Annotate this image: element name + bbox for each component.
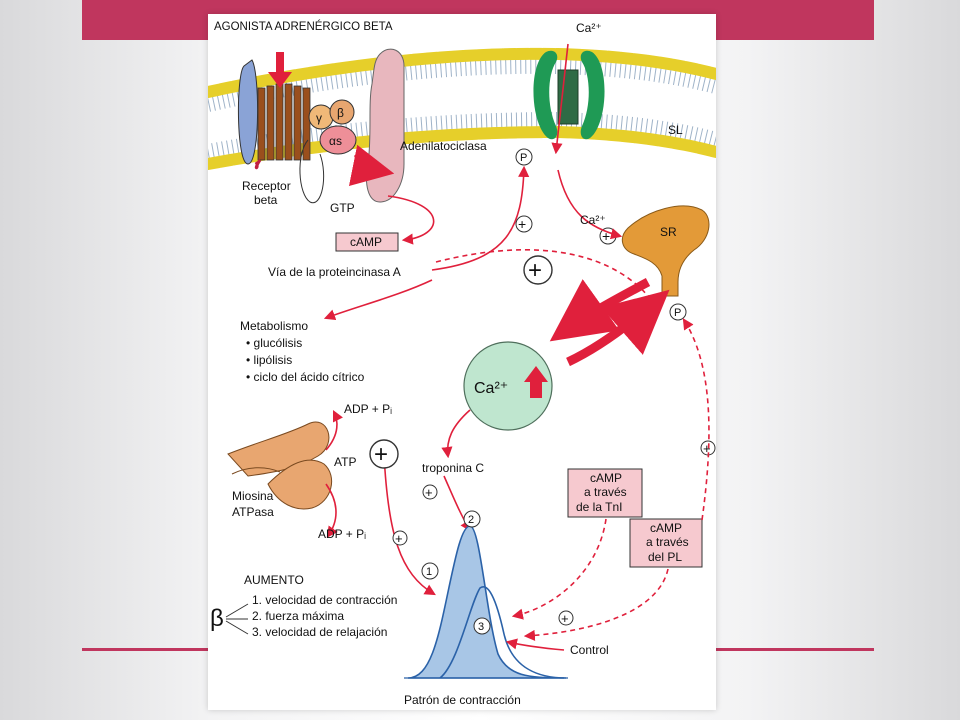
- agonist-label: AGONISTA ADRENÉRGICO BETA: [214, 20, 393, 33]
- sarcoplasmic-reticulum: [621, 205, 710, 297]
- gtp-label: GTP: [330, 201, 355, 215]
- metabolism-item-2: • lipólisis: [246, 353, 292, 367]
- adenylate-cyclase: [366, 48, 405, 203]
- camp-label: cAMP: [350, 235, 382, 249]
- sr-uptake-arrow: [566, 289, 670, 367]
- diagram-canvas: γ β αs AGONISTA ADRENÉRGICO BETA Ca²⁺ SL…: [208, 20, 716, 707]
- camp-pl-line3: del PL: [648, 550, 682, 564]
- calcium-to-troponin-arrow: [441, 409, 471, 459]
- sl-label: SL: [668, 123, 683, 137]
- aumento-title: AUMENTO: [244, 573, 304, 587]
- calcium-increase-arrow: [524, 366, 548, 398]
- pka-to-metabolism-arrow: [323, 279, 433, 321]
- adp-pi-bottom-label: ADP + Pᵢ: [318, 527, 366, 541]
- aumento-brace: [225, 603, 249, 635]
- plus-circle-curve: [558, 610, 574, 626]
- metabolism-title: Metabolismo: [240, 319, 308, 333]
- plus-sign-pka: +: [518, 216, 526, 232]
- aumento-item-1: 1. velocidad de contracción: [252, 593, 397, 607]
- plus-sign-large-top: +: [528, 257, 542, 284]
- pka-to-phosphate-arrow: [431, 165, 530, 271]
- troponin-label: troponina C: [422, 461, 484, 475]
- phosphate-label-sr: P: [674, 307, 681, 319]
- pka-to-sr-dashed-arrow: [435, 249, 658, 308]
- marker-label-1: 1: [426, 566, 432, 578]
- marker-circle-3: [473, 617, 491, 635]
- contraction-pattern-chart: [404, 525, 568, 679]
- plus-sign-troponin: +: [425, 485, 433, 500]
- pka-label: Vía de la proteincinasa A: [268, 265, 401, 279]
- control-arrow: [505, 638, 565, 651]
- atp-label: ATP: [334, 455, 356, 469]
- beta-subunit-label: β: [337, 106, 344, 120]
- gs-activation-arrow: [348, 144, 395, 186]
- calcium-sr-label: Ca²⁺: [580, 213, 606, 227]
- plus-sign-pl: +: [703, 441, 711, 456]
- sr-label: SR: [660, 225, 677, 239]
- phosphate-label-top: P: [520, 152, 527, 164]
- calcium-influx-arrow: [551, 43, 569, 155]
- camp-tni-box: [567, 468, 643, 518]
- atp-to-adp-arrow-top: [325, 409, 344, 451]
- cytosolic-calcium: [463, 341, 553, 431]
- myosin-atpase: [227, 421, 333, 510]
- tni-to-curve-dashed-arrow: [511, 518, 607, 620]
- adp-pi-top-label: ADP + Pᵢ: [344, 402, 392, 416]
- metabolism-item-3: • ciclo del ácido cítrico: [246, 370, 365, 384]
- plus-circle-large-myosin: [369, 439, 399, 469]
- adenylate-cyclase-label: Adenilatociclasa: [400, 139, 487, 153]
- camp-pl-line1: cAMP: [650, 521, 682, 535]
- metabolism-item-1: • glucólisis: [246, 336, 302, 350]
- alpha-s-label: αs: [329, 134, 342, 148]
- sr-release-arrow: [549, 278, 651, 342]
- receptor-label-line1: Receptor: [242, 179, 291, 193]
- plus-sign-large-myosin: +: [374, 441, 388, 468]
- calcium-channel: [533, 50, 605, 140]
- marker-label-3: 3: [478, 621, 484, 633]
- gtp-to-camp-arrow: [387, 195, 435, 245]
- control-label: Control: [570, 643, 609, 657]
- atp-to-adp-arrow-bottom: [325, 483, 338, 538]
- pka-to-myosin-arrow: [383, 453, 436, 596]
- plus-circle-myosin-small: [392, 530, 408, 546]
- agonist-arrow: [268, 52, 292, 88]
- aumento-item-3: 3. velocidad de relajación: [252, 625, 387, 639]
- plus-circle-large-top: [523, 255, 553, 285]
- calcium-center-label: Ca²⁺: [474, 380, 508, 397]
- camp-box: [335, 232, 399, 252]
- marker-circle-1: [421, 562, 439, 580]
- contraction-pattern-label: Patrón de contracción: [404, 693, 521, 707]
- marker-label-2: 2: [468, 514, 474, 526]
- calcium-top-label: Ca²⁺: [576, 21, 602, 35]
- calcium-to-sr-arrow: [557, 169, 623, 240]
- camp-tni-line2: a través: [584, 485, 627, 499]
- camp-pl-box: [629, 518, 703, 568]
- plus-sign-curve: +: [561, 611, 569, 626]
- camp-tni-line3: de la TnI: [576, 500, 622, 514]
- plus-sign-sr-ca: +: [602, 228, 610, 244]
- marker-circle-2: [463, 510, 481, 528]
- contraction-curve-beta: [407, 525, 565, 679]
- aumento-item-2: 2. fuerza máxima: [252, 609, 344, 623]
- contraction-curve-control: [439, 586, 567, 679]
- beta-adrenergic-diagram: γ β αs AGONISTA ADRENÉRGICO BETA Ca²⁺ SL…: [208, 14, 716, 710]
- pl-to-curve-dashed-arrow: [523, 568, 669, 642]
- myosin-label-line2: ATPasa: [232, 505, 274, 519]
- aumento-beta-symbol: β: [210, 605, 224, 632]
- phosphate-circle-top: [515, 148, 533, 166]
- beta-receptor: [237, 59, 311, 170]
- g-protein: [299, 99, 357, 204]
- gamma-label: γ: [316, 111, 322, 125]
- myosin-label-line1: Miosina: [232, 489, 274, 503]
- camp-pl-line2: a través: [646, 535, 689, 549]
- plus-circle-pka: [515, 215, 533, 233]
- plus-sign-myosin-small: +: [395, 531, 403, 546]
- pl-to-sr-phosphate-dashed-arrow: [682, 318, 710, 521]
- camp-tni-line1: cAMP: [590, 471, 622, 485]
- phosphate-circle-sr: [669, 303, 687, 321]
- plus-circle-troponin: [422, 484, 438, 500]
- receptor-label-line2: beta: [254, 193, 278, 207]
